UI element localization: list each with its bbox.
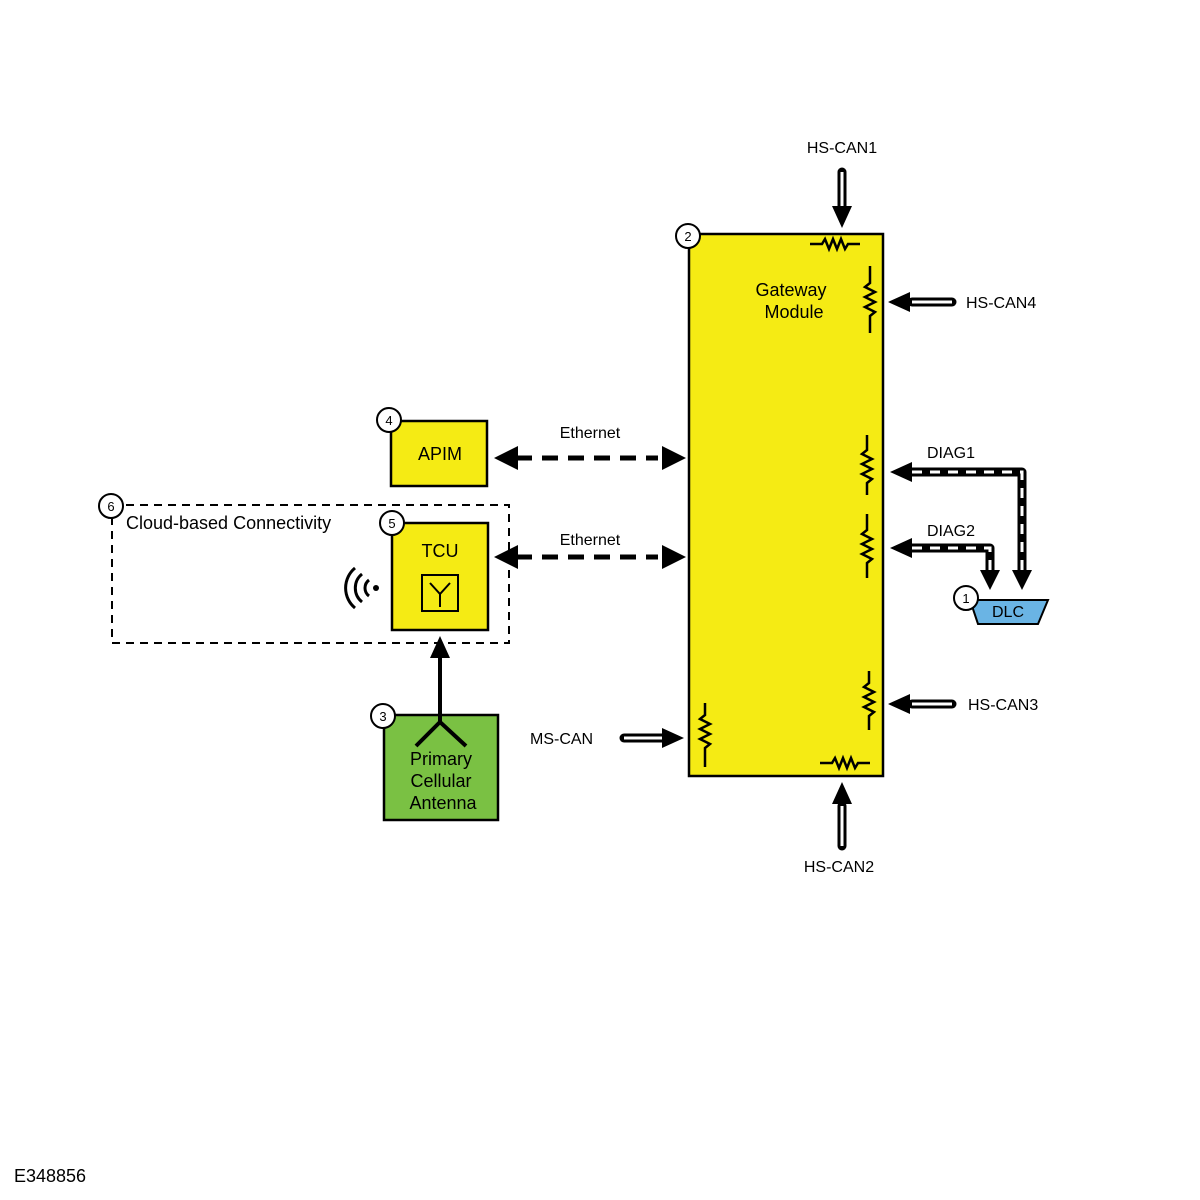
resistor-icon	[820, 754, 870, 772]
diag2-link: DIAG2	[890, 523, 1000, 590]
gateway-label-line1: Gateway	[755, 280, 826, 300]
resistor-icon	[859, 514, 875, 578]
ethernet-label-2: Ethernet	[560, 532, 621, 549]
antenna-label-line1: Primary	[410, 749, 472, 769]
svg-text:6: 6	[107, 499, 114, 514]
cloud-label: Cloud-based Connectivity	[126, 513, 331, 533]
hscan3-link: HS-CAN3	[888, 694, 1038, 714]
dlc-connector: DLC	[968, 599, 1050, 625]
mscan-link: MS-CAN	[530, 728, 684, 748]
hscan1-link: HS-CAN1	[807, 140, 877, 228]
apim-label: APIM	[418, 444, 462, 464]
resistor-icon	[810, 235, 860, 253]
resistor-icon	[861, 671, 877, 730]
hscan2-label: HS-CAN2	[804, 859, 874, 876]
antenna-label-line2: Cellular	[410, 771, 471, 791]
resistor-icon	[697, 703, 713, 767]
antenna-symbol-icon	[421, 574, 459, 612]
callout-3: 3	[370, 703, 396, 729]
callout-5: 5	[379, 510, 405, 536]
tcu-label: TCU	[422, 541, 459, 561]
ethernet-link-tcu: Ethernet	[494, 532, 686, 569]
mscan-label: MS-CAN	[530, 731, 593, 748]
dlc-label: DLC	[992, 604, 1024, 621]
hscan2-link: HS-CAN2	[804, 782, 874, 876]
diag1-link: DIAG1	[890, 445, 1032, 590]
gateway-label-line2: Module	[764, 302, 823, 322]
diag1-label: DIAG1	[927, 445, 975, 462]
svg-text:4: 4	[385, 413, 392, 428]
ethernet-label-1: Ethernet	[560, 425, 621, 442]
callout-4: 4	[376, 407, 402, 433]
cloud-connectivity-box: Cloud-based Connectivity	[111, 504, 510, 644]
resistor-icon	[862, 266, 878, 333]
svg-text:5: 5	[388, 516, 395, 531]
hscan3-label: HS-CAN3	[968, 697, 1038, 714]
callout-2: 2	[675, 223, 701, 249]
resistor-icon	[859, 435, 875, 495]
gateway-module: Gateway Module	[687, 232, 885, 778]
primary-cellular-antenna: Primary Cellular Antenna	[382, 713, 500, 822]
ethernet-link-apim: Ethernet	[494, 425, 686, 470]
hscan4-link: HS-CAN4	[888, 292, 1036, 312]
antenna-label-line3: Antenna	[409, 793, 477, 813]
apim-module: APIM	[389, 419, 489, 488]
hscan4-label: HS-CAN4	[966, 295, 1036, 312]
svg-text:3: 3	[379, 709, 386, 724]
hscan1-label: HS-CAN1	[807, 140, 877, 157]
callout-6: 6	[98, 493, 124, 519]
diag2-label: DIAG2	[927, 523, 975, 540]
svg-text:1: 1	[962, 591, 969, 606]
svg-text:2: 2	[684, 229, 691, 244]
tcu-module: TCU	[390, 521, 490, 632]
figure-id: E348856	[14, 1166, 86, 1186]
callout-1: 1	[953, 585, 979, 611]
wireless-signal-icon	[344, 566, 379, 610]
antenna-feed-link	[414, 636, 468, 748]
